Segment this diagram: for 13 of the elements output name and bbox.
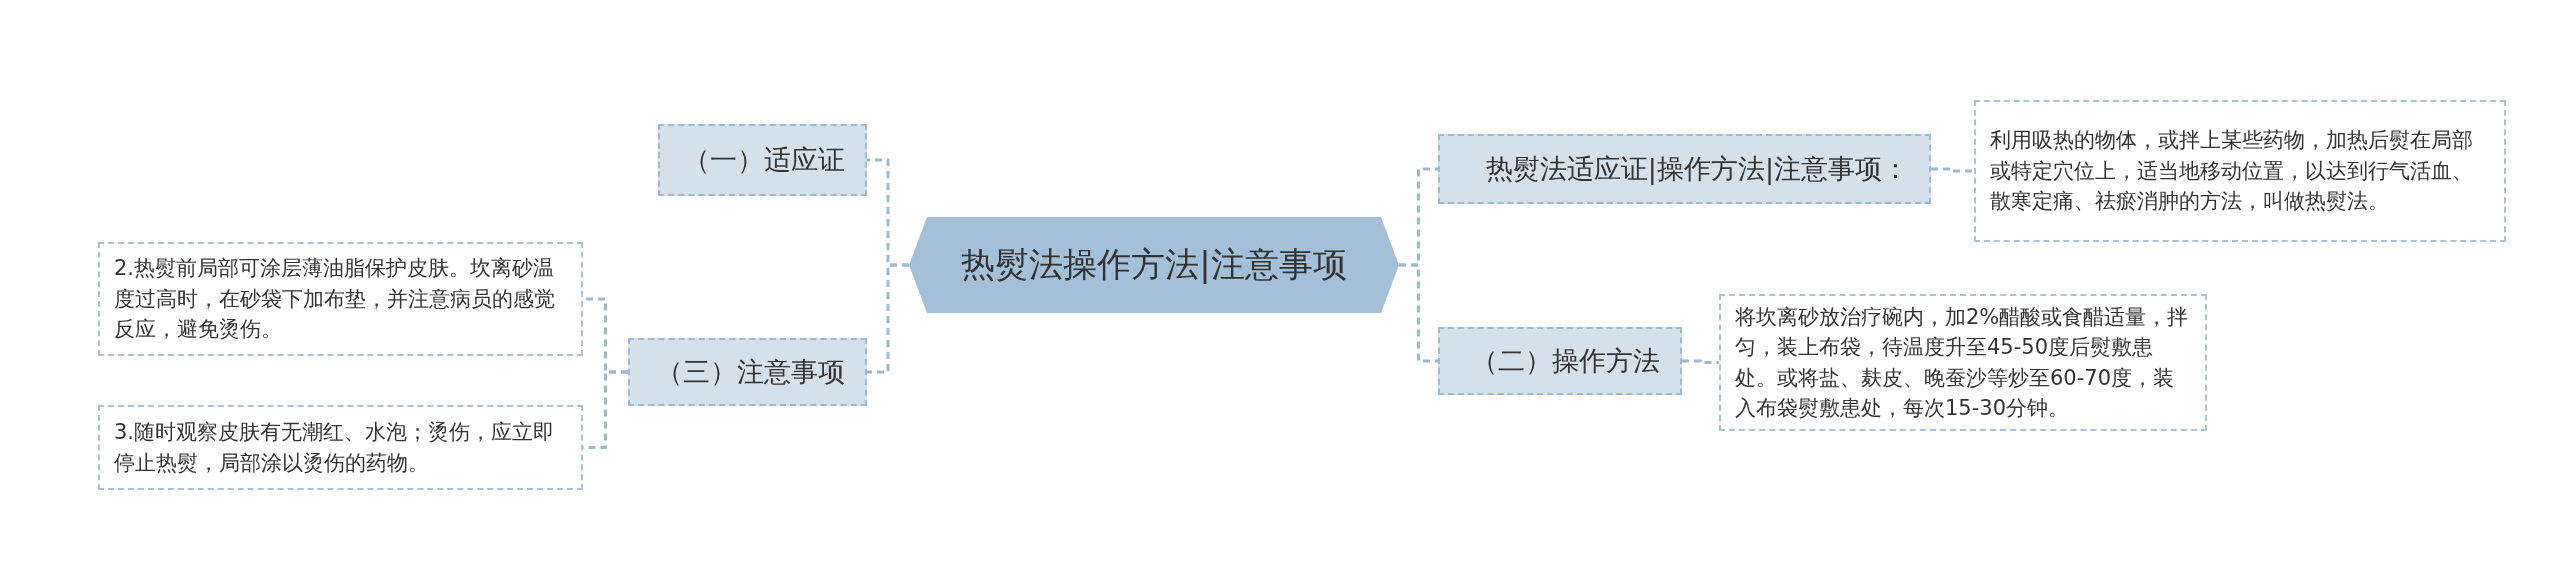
note-box: 2.热熨前局部可涂层薄油脂保护皮肤。坎离砂温度过高时，在砂袋下加布垫，并注意病员的感觉反应，避免烫伤。 xyxy=(98,242,583,356)
topic-box: 热熨法适应证|操作方法|注意事项： xyxy=(1438,134,1931,204)
note-box: 利用吸热的物体，或拌上某些药物，加热后熨在局部或特定穴位上，适当地移动位置，以达到行气活血、散寒定痛、祛瘀消肿的方法，叫做热熨法。 xyxy=(1974,100,2506,242)
topic-box: （一）适应证 xyxy=(658,124,867,196)
topic-box: （二）操作方法 xyxy=(1438,327,1682,395)
note-box: 将坎离砂放治疗碗内，加2%醋酸或食醋适量，拌匀，装上布袋，待温度升至45-50度后熨敷患处。或将盐、麸皮、晚蚕沙等炒至60-70度，装入布袋熨敷患处，每次15-30分钟。 xyxy=(1719,294,2207,431)
connector-line xyxy=(867,263,909,374)
topic-box: （三）注意事项 xyxy=(628,338,867,406)
connector-line xyxy=(1682,359,1719,364)
connector-line xyxy=(1931,167,1974,173)
connector-line xyxy=(1399,263,1438,363)
central-topic-hexagon: 热熨法操作方法|注意事项 xyxy=(909,217,1399,313)
note-box: 3.随时观察皮肤有无潮红、水泡；烫伤，应立即停止热熨，局部涂以烫伤的药物。 xyxy=(98,405,583,490)
